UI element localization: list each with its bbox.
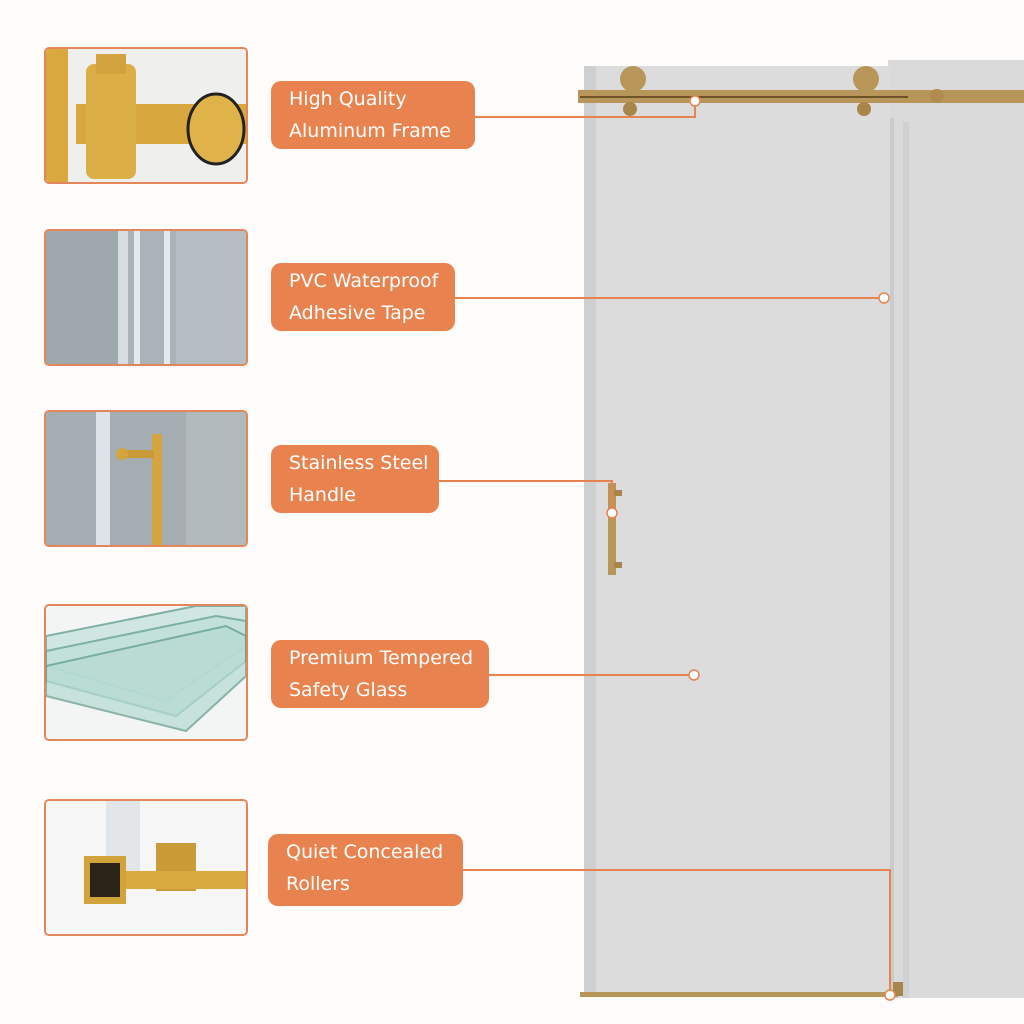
- bottom-guide: [580, 992, 898, 997]
- feature-label-handle: Stainless Steel Handle: [271, 445, 439, 513]
- waterproof-tape-thumbnail: [44, 229, 248, 366]
- label-line: Quiet Concealed: [286, 841, 444, 863]
- label-line: Handle: [289, 484, 357, 506]
- label-line: Aluminum Frame: [289, 120, 451, 142]
- feature-label-safety-glass: Premium Tempered Safety Glass: [271, 640, 489, 708]
- connector-line: [463, 869, 891, 995]
- door-handle: [608, 483, 616, 575]
- label-line: Stainless Steel: [289, 452, 429, 474]
- label-line: High Quality: [289, 88, 407, 110]
- label-line: PVC Waterproof: [289, 270, 439, 292]
- callout-dot: [689, 95, 701, 107]
- sliding-glass-door: [584, 66, 890, 996]
- callout-dot: [688, 669, 700, 681]
- glass-thumbnail: [44, 604, 248, 741]
- callout-dot: [878, 292, 890, 304]
- feature-label-aluminum-frame: High Quality Aluminum Frame: [271, 81, 475, 149]
- label-line: Adhesive Tape: [289, 302, 426, 324]
- fixed-glass-panel: [888, 60, 1024, 998]
- roller-wheel: [620, 66, 646, 92]
- feature-label-rollers: Quiet Concealed Rollers: [268, 834, 463, 906]
- callout-dot: [884, 989, 896, 1001]
- connector-line: [439, 480, 613, 513]
- handle-thumbnail: [44, 410, 248, 547]
- aluminum-frame-thumbnail: [44, 47, 248, 184]
- label-line: Premium Tempered: [289, 647, 474, 669]
- label-line: Rollers: [286, 873, 350, 895]
- roller-thumbnail: [44, 799, 248, 936]
- callout-dot: [606, 507, 618, 519]
- roller-wheel: [853, 66, 879, 92]
- feature-label-waterproof-tape: PVC Waterproof Adhesive Tape: [271, 263, 455, 331]
- label-line: Safety Glass: [289, 679, 408, 701]
